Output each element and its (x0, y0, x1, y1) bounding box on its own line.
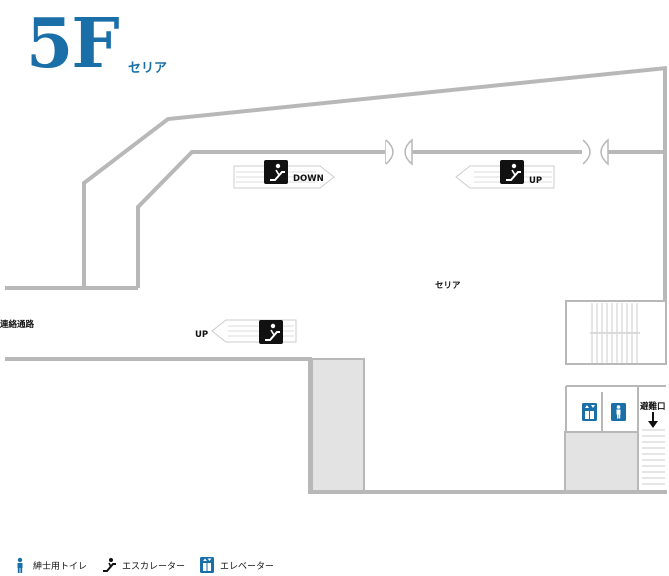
label-escalator-up-top: UP (529, 176, 542, 186)
door-right (582, 138, 609, 166)
escalator-icon (259, 320, 283, 344)
stairwell (565, 300, 667, 387)
label-escalator-up-left: UP (195, 330, 208, 340)
floor-tenant-name: セリア (128, 61, 168, 76)
escalator-icon (264, 160, 288, 184)
label-store: セリア (435, 281, 461, 291)
escalator-down (233, 160, 335, 189)
legend-item-escalator: エスカレーター (101, 557, 185, 573)
elevator-icon (199, 557, 215, 573)
service-block (565, 386, 639, 492)
legend-item-elevator: エレベーター (199, 557, 274, 573)
shaded-room-right (564, 431, 639, 493)
mens-toilet-icon (12, 557, 28, 573)
door-left (385, 138, 413, 166)
legend: 紳士用トイレ エスカレーター エレベーター (12, 556, 288, 574)
legend-label-escalator: エスカレーター (122, 561, 186, 572)
label-connecting-passage: 連絡通路 (0, 319, 35, 330)
shaded-room-center (311, 358, 365, 493)
floor-number: 5F (26, 4, 120, 84)
escalator-icon (500, 160, 524, 184)
label-evacuation: 避難口 (640, 401, 666, 412)
elevator-icon (582, 403, 597, 421)
legend-item-mens-toilet: 紳士用トイレ (12, 557, 87, 573)
legend-label-elevator: エレベーター (220, 561, 275, 572)
legend-label-mens-toilet: 紳士用トイレ (33, 561, 88, 572)
evacuation-arrow-icon (648, 412, 658, 428)
escalator-up-top (455, 160, 555, 189)
evacuation-stairs (642, 429, 665, 485)
label-escalator-down: DOWN (293, 174, 324, 184)
escalator-icon (101, 557, 117, 573)
mens-toilet-icon (611, 403, 626, 421)
outer-walls (5, 66, 668, 494)
escalator-up-left (211, 319, 297, 344)
